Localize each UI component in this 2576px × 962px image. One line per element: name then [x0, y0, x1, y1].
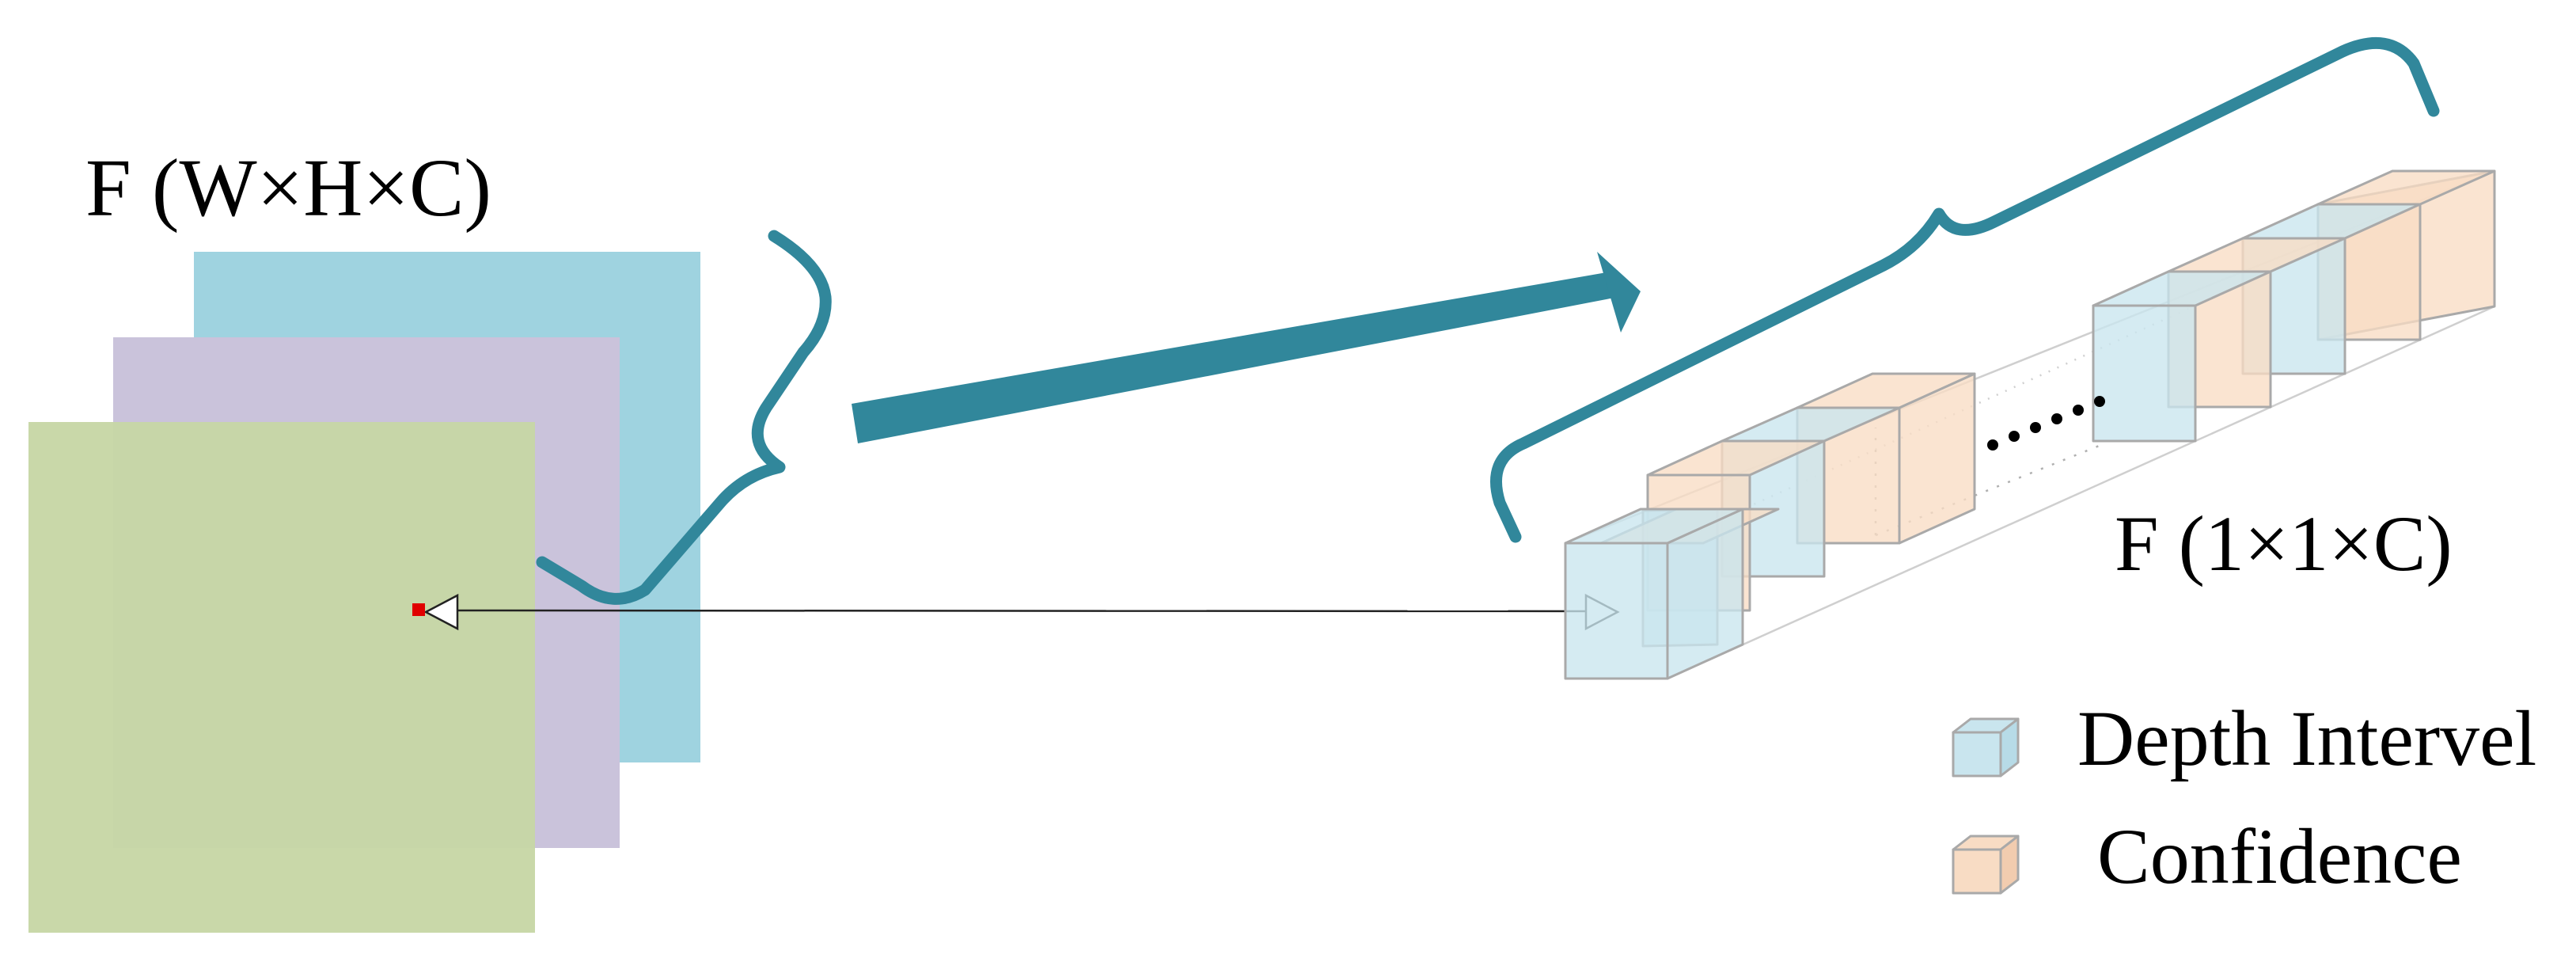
- ellipsis-dots: [1987, 396, 2105, 451]
- cube-far-blue-2: [2092, 270, 2272, 443]
- left-arrowhead-icon: [423, 593, 459, 631]
- feature-map-brace: [536, 230, 832, 605]
- blue-cube-icon: [1952, 717, 2020, 778]
- transform-arrow: [852, 252, 1641, 443]
- cube-front-blue: [1564, 508, 1744, 680]
- legend-label-confidence: Confidence: [2097, 812, 2462, 900]
- feature-map-label: F (W×H×C): [85, 143, 491, 234]
- feature-map-layer-front: [28, 422, 535, 933]
- feature-vector-column: [1564, 169, 2496, 680]
- feature-map-stack: [28, 252, 700, 933]
- feature-vector-label: F (1×1×C): [2115, 500, 2453, 587]
- feature-vector-brace: [1490, 36, 2440, 543]
- pixel-connector-line: [442, 609, 1599, 613]
- orange-cube-icon: [1952, 835, 2020, 895]
- legend: Depth Intervel Confidence: [1952, 694, 2536, 900]
- pixel-marker: [412, 603, 425, 616]
- legend-label-depth: Depth Intervel: [2077, 694, 2536, 782]
